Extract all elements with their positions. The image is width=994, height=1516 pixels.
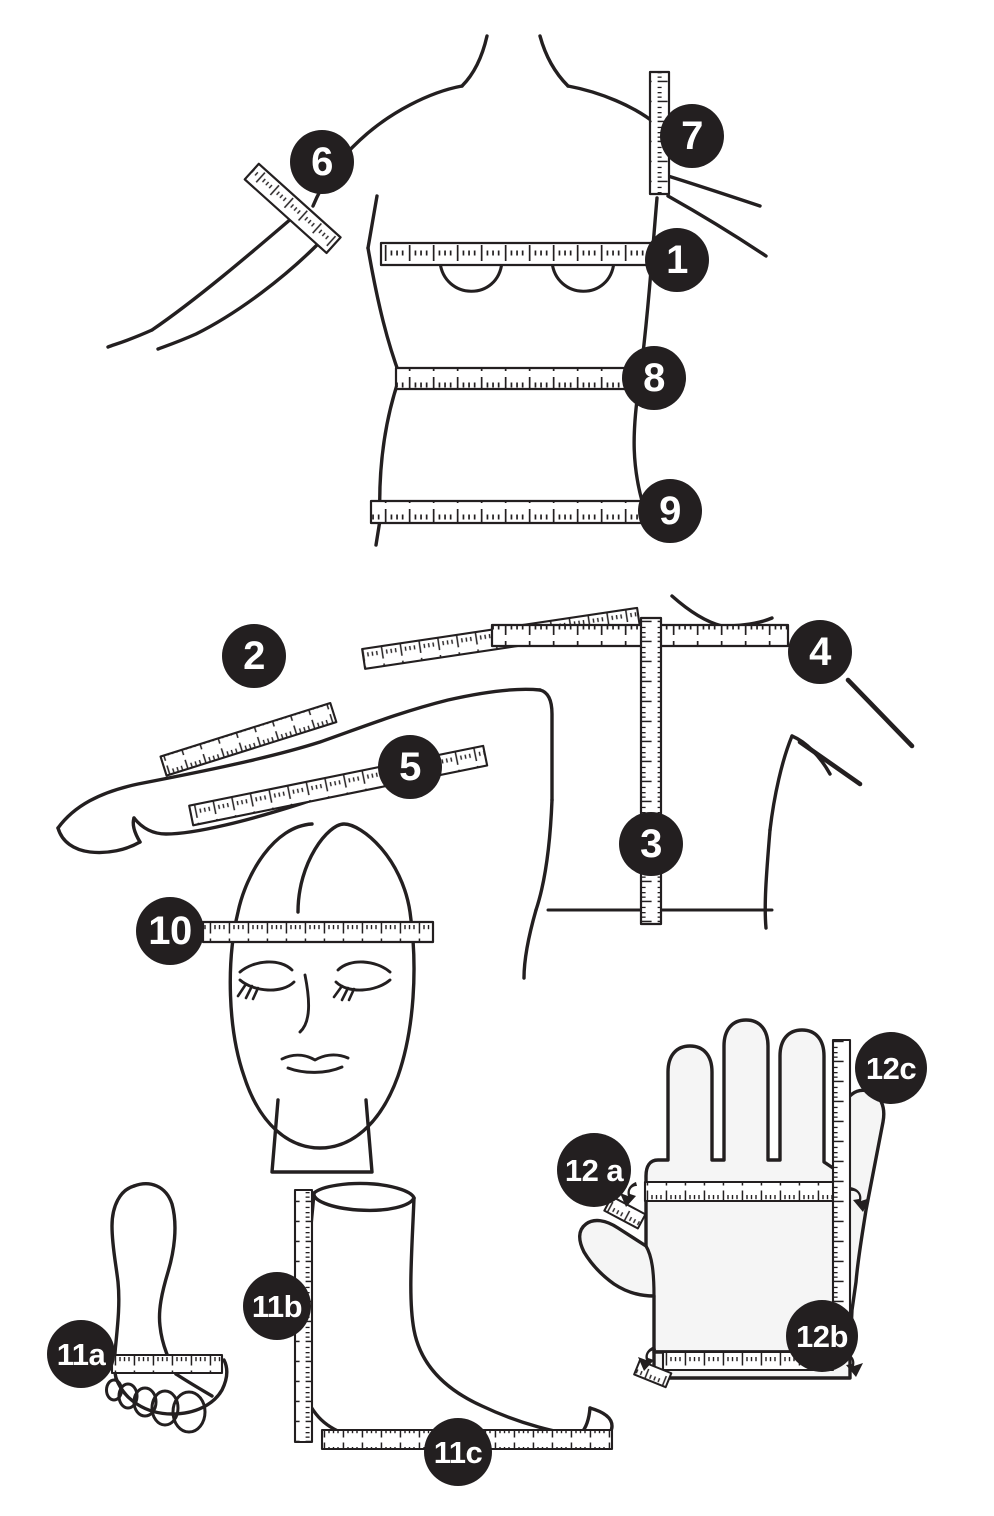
- tape-upperarm-6: [243, 162, 342, 255]
- callout-badge-4[interactable]: 4: [788, 620, 852, 684]
- callout-badge-3[interactable]: 3: [619, 812, 683, 876]
- wrap-arrows-12a: [620, 1182, 870, 1212]
- back-torso-figure: [56, 594, 915, 980]
- callout-badge-2[interactable]: 2: [222, 624, 286, 688]
- callout-badge-11c[interactable]: 11c: [424, 1418, 492, 1486]
- callout-badge-5[interactable]: 5: [378, 735, 442, 799]
- callout-badge-8[interactable]: 8: [622, 346, 686, 410]
- callout-badge-1[interactable]: 1: [645, 228, 709, 292]
- callout-badge-11a[interactable]: 11a: [47, 1320, 115, 1388]
- callout-badge-7[interactable]: 7: [660, 104, 724, 168]
- callout-badge-9[interactable]: 9: [638, 479, 702, 543]
- callout-badge-12c[interactable]: 12c: [855, 1032, 927, 1104]
- wrap-arrows-12b: [638, 1346, 863, 1377]
- callout-badge-6[interactable]: 6: [290, 130, 354, 194]
- callout-badge-10[interactable]: 10: [136, 897, 204, 965]
- callout-badge-11b[interactable]: 11b: [243, 1272, 311, 1340]
- callout-badge-12b[interactable]: 12b: [786, 1300, 858, 1372]
- tape-wrist-12b: [633, 1350, 835, 1389]
- callout-badge-12a[interactable]: 12 a: [557, 1133, 631, 1207]
